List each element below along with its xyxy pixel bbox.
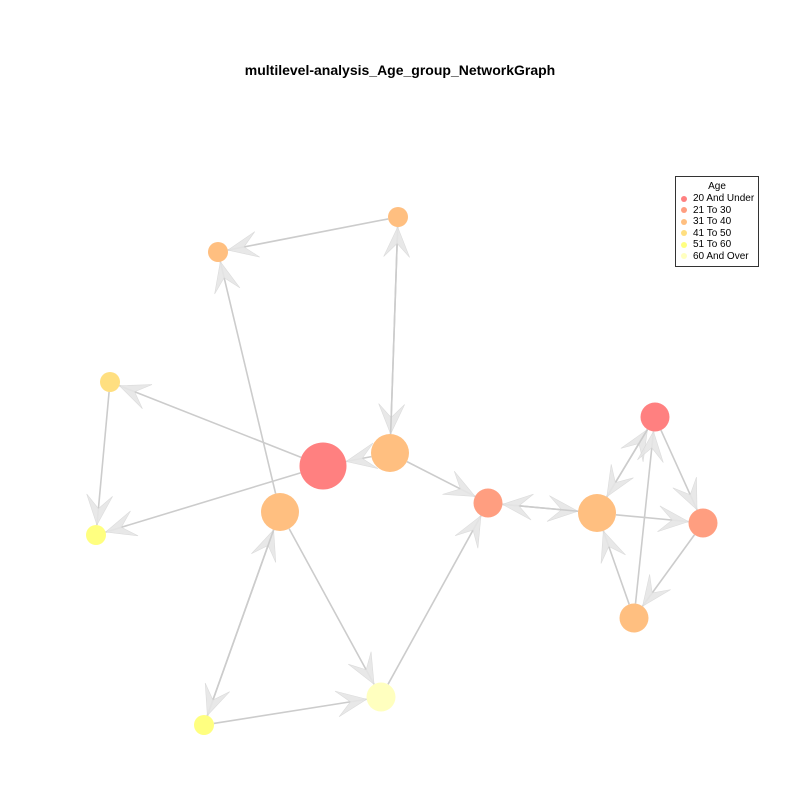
edge-arrowhead xyxy=(348,651,375,685)
node-n14 xyxy=(194,715,214,735)
edge-n13-n8 xyxy=(387,515,482,685)
legend-swatch xyxy=(681,253,687,260)
node-n5 xyxy=(299,442,347,490)
edge-n12-n9 xyxy=(600,530,630,605)
edge-line xyxy=(219,261,277,494)
edge-line xyxy=(119,384,302,459)
edge-line xyxy=(389,226,399,435)
edge-n14-n13 xyxy=(213,690,368,725)
edge-arrowhead xyxy=(606,464,634,498)
edge-arrowhead xyxy=(454,515,482,549)
legend-swatch xyxy=(681,207,687,214)
edge-line xyxy=(96,391,110,526)
edge-n6-n8 xyxy=(406,460,476,498)
legend-label: 60 And Over xyxy=(693,250,749,262)
edge-n6-n2 xyxy=(383,226,410,435)
edge-n12-n10 xyxy=(634,430,664,604)
edge-arrowhead xyxy=(345,442,379,469)
edge-arrowhead xyxy=(383,226,410,258)
edge-n2-n1 xyxy=(227,218,389,258)
legend-label: 41 To 50 xyxy=(693,227,732,239)
edge-n10-n9 xyxy=(606,428,649,498)
edge-line xyxy=(634,431,655,604)
node-n6 xyxy=(371,434,409,472)
node-n8 xyxy=(473,488,503,518)
edge-arrowhead xyxy=(227,231,260,258)
edge-n9-n8 xyxy=(501,493,579,521)
node-n1 xyxy=(208,242,228,262)
edge-arrowhead xyxy=(501,493,534,521)
node-n11 xyxy=(688,508,718,538)
legend-swatch xyxy=(681,241,687,248)
edges-layer xyxy=(86,218,698,725)
edge-line xyxy=(227,218,389,251)
edge-line xyxy=(387,515,482,685)
edge-arrowhead xyxy=(214,260,241,295)
node-n10 xyxy=(640,402,670,432)
edge-arrowhead xyxy=(86,493,113,526)
legend-item-51-to-60: 51 To 60 xyxy=(676,239,758,251)
node-n13 xyxy=(366,682,396,712)
edge-n6-n5 xyxy=(345,442,379,469)
edge-n9-n11 xyxy=(615,505,690,533)
node-n4 xyxy=(86,525,106,545)
edge-arrowhead xyxy=(637,430,664,463)
edge-arrowhead xyxy=(204,682,230,717)
legend-item-20-and-under: 20 And Under xyxy=(676,193,758,205)
legend-label: 20 And Under xyxy=(693,193,755,205)
edge-arrowhead xyxy=(642,574,671,607)
edge-line xyxy=(288,528,375,685)
edge-n7-n13 xyxy=(288,528,375,685)
edge-line xyxy=(213,698,367,725)
node-n7 xyxy=(261,493,299,531)
graph-title: multilevel-analysis_Age_group_NetworkGra… xyxy=(244,62,556,78)
edge-arrowhead xyxy=(104,510,139,537)
edge-n3-n4 xyxy=(86,391,113,526)
edge-n5-n4 xyxy=(104,472,301,537)
edge-arrowhead xyxy=(118,384,153,409)
edge-n7-n1 xyxy=(214,260,277,494)
edge-n10-n11 xyxy=(660,429,698,511)
node-n12 xyxy=(619,603,649,633)
node-n2 xyxy=(388,207,408,227)
legend-title: Age xyxy=(708,181,726,192)
node-n9 xyxy=(578,494,616,532)
legend-swatch xyxy=(681,230,687,237)
legend-item-21-to-30: 21 To 30 xyxy=(676,205,758,217)
edge-n5-n3 xyxy=(118,384,302,459)
edge-n7-n14 xyxy=(204,529,275,717)
legend: Age 20 And Under 21 To 30 31 To 40 41 To… xyxy=(675,176,759,267)
legend-swatch xyxy=(681,195,687,202)
legend-item-41-to-50: 41 To 50 xyxy=(676,228,758,240)
legend-label: 51 To 60 xyxy=(693,239,732,251)
edge-arrowhead xyxy=(620,428,648,462)
edge-line xyxy=(206,529,275,716)
legend-label: 31 To 40 xyxy=(693,216,732,228)
edge-arrowhead xyxy=(672,476,698,511)
nodes-layer xyxy=(86,207,718,735)
node-n3 xyxy=(100,372,120,392)
legend-label: 21 To 30 xyxy=(693,204,732,216)
edge-arrowhead xyxy=(334,690,368,718)
edge-arrowhead xyxy=(442,471,476,497)
edge-arrowhead xyxy=(657,505,690,533)
edge-n11-n12 xyxy=(641,534,696,607)
legend-swatch xyxy=(681,218,687,225)
edge-arrowhead xyxy=(600,530,626,564)
edge-line xyxy=(105,472,301,533)
legend-item-31-to-40: 31 To 40 xyxy=(676,216,758,228)
legend-item-60-and-over: 60 And Over xyxy=(676,251,758,263)
